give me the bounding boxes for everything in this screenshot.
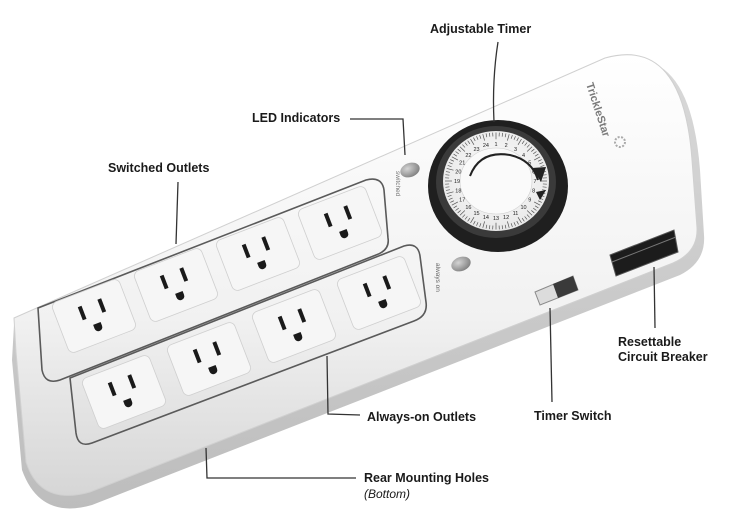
dial-hour-number: 5 (528, 160, 531, 166)
dial-arrow-head (532, 167, 546, 182)
circuit-breaker-button[interactable] (609, 229, 679, 277)
always-on-outlet-panel (69, 244, 428, 446)
dial-hour-number: 21 (459, 160, 465, 166)
switched-outlets (51, 185, 384, 354)
callout-lines (175, 41, 656, 479)
timer-switch-label: Timer Switch (534, 409, 612, 423)
dial-hour-number: 13 (493, 216, 499, 222)
dial-hour-number: 23 (473, 147, 479, 153)
outlet[interactable] (166, 321, 253, 397)
circuit-breaker-label-line1: Resettable (618, 335, 682, 349)
brand-sun-icon (614, 136, 626, 148)
dial-hour-number: 14 (483, 215, 489, 221)
dial-hour-number: 9 (528, 198, 531, 204)
callout-timer-switch (549, 307, 553, 403)
callout-adjustable-timer (492, 41, 499, 123)
outlet[interactable] (251, 288, 338, 364)
circuit-breaker-label: Resettable Circuit Breaker (618, 335, 708, 365)
adjustable-timer-label: Adjustable Timer (430, 22, 532, 36)
switched-outlets-label: Switched Outlets (108, 161, 210, 175)
dial-hour-number: 20 (455, 169, 461, 175)
dial-pointer-triangle (536, 190, 546, 200)
dial-hour-number: 17 (459, 198, 465, 204)
dial-hour-number: 4 (522, 153, 525, 159)
dial-hour-number: 16 (465, 205, 471, 211)
switched-panel-label: switched (394, 171, 401, 197)
dial-hour-number: 2 (505, 143, 508, 149)
callout-always-on (326, 355, 361, 416)
callout-rear (205, 447, 356, 479)
outlet[interactable] (336, 255, 423, 331)
dial-hour-number: 12 (503, 215, 509, 221)
outlet[interactable] (81, 354, 168, 430)
outlet[interactable] (51, 278, 138, 354)
rear-mounting-holes-label: Rear Mounting Holes (364, 471, 490, 485)
dial-hour-number: 6 (532, 169, 535, 175)
switched-led-indicator (400, 162, 420, 178)
outlet[interactable] (133, 247, 220, 323)
always-on-led-indicator (451, 256, 471, 272)
always-on-outlets-label: Always-on Outlets (367, 410, 477, 424)
always-on-panel-label: always on (434, 263, 441, 292)
dial-hour-number: 24 (483, 143, 489, 149)
outlet[interactable] (297, 185, 384, 261)
dial-hour-number: 22 (465, 153, 471, 159)
callout-breaker (653, 266, 656, 329)
led-indicators-label: LED Indicators (252, 111, 341, 125)
switched-outlet-panel (37, 178, 390, 383)
always-on-outlets (81, 255, 423, 430)
dial-hour-number: 1 (494, 142, 497, 148)
callout-led (350, 118, 406, 156)
dial-hour-number: 7 (533, 179, 536, 185)
callout-switched (175, 181, 179, 245)
dial-hour-number: 15 (473, 211, 479, 217)
dial-hour-number: 19 (454, 179, 460, 185)
outlet[interactable] (215, 216, 302, 292)
dial-hour-number: 11 (513, 211, 519, 217)
circuit-breaker-label-line2: Circuit Breaker (618, 350, 708, 364)
dial-hour-number: 18 (455, 189, 461, 195)
dial-hour-number: 3 (514, 147, 517, 153)
dial-hour-number: 8 (532, 189, 535, 195)
rear-mounting-holes-sublabel: (Bottom) (364, 487, 411, 501)
dial-hour-number: 10 (521, 205, 527, 211)
